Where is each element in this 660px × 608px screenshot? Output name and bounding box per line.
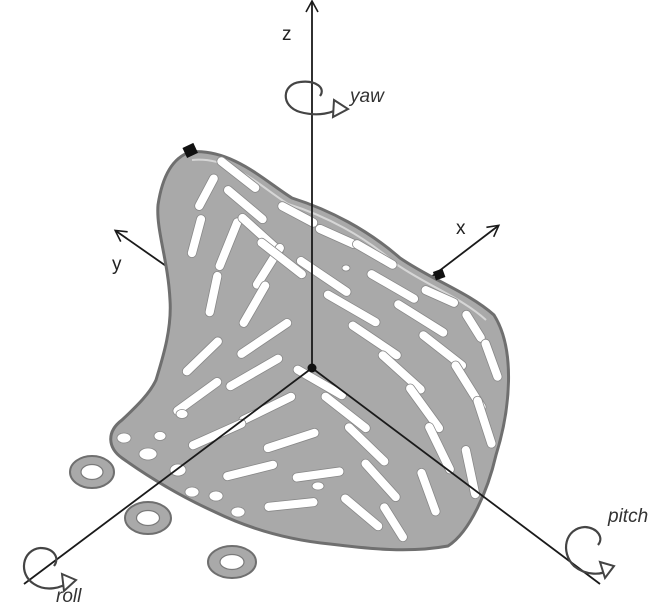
pitch-axis <box>311 367 601 585</box>
pitch-rotation-icon <box>565 525 616 581</box>
edge-marker <box>432 268 446 281</box>
perforated-bone-plate <box>109 142 511 552</box>
ring-icon <box>124 501 172 535</box>
y-axis-label: y <box>112 254 122 275</box>
pitch-label: pitch <box>607 506 648 527</box>
corner-marker <box>182 142 198 158</box>
slots-right <box>296 239 503 517</box>
round-holes <box>116 264 351 518</box>
yaw-rotation-icon <box>284 80 350 119</box>
yaw-label: yaw <box>348 86 385 107</box>
x-axis-label: x <box>456 218 466 239</box>
ring-icon <box>207 545 257 579</box>
plate-body <box>109 150 511 552</box>
slots-lower <box>172 318 408 543</box>
roll-axis <box>23 367 313 585</box>
roll-label: roll <box>56 586 82 607</box>
ring-icon <box>69 455 115 489</box>
axes-front <box>23 0 601 585</box>
roll-rotation-icon <box>23 546 78 594</box>
origin-point <box>307 363 317 373</box>
slots-upper <box>187 156 359 328</box>
fixation-rings <box>69 455 257 579</box>
z-axis-label: z <box>282 24 292 45</box>
